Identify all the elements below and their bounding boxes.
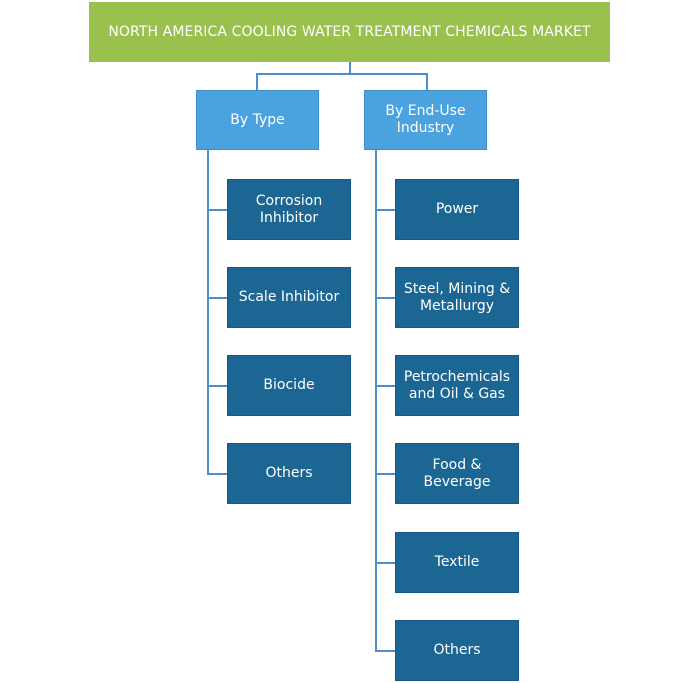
leaf-power: Power: [395, 179, 519, 240]
leaf-steel-mining-metallurgy: Steel, Mining & Metallurgy: [395, 267, 519, 328]
leaf-petrochemicals-oil-gas: Petrochemicals and Oil & Gas: [395, 355, 519, 416]
leaf-label: Biocide: [263, 377, 315, 393]
connector-type-tick-3: [207, 385, 228, 387]
connector-enduse-tick-4: [375, 473, 396, 475]
category-by-end-use-industry-label: By End-Use Industry: [385, 103, 466, 136]
connector-enduse-tick-5: [375, 562, 396, 564]
connector-type-tick-1: [207, 209, 228, 211]
category-by-end-use-industry: By End-Use Industry: [364, 90, 487, 150]
connector-enduse-drop: [426, 73, 428, 91]
connector-enduse-tick-2: [375, 297, 396, 299]
connector-enduse-tick-1: [375, 209, 396, 211]
leaf-label: Food & Beverage: [423, 456, 491, 490]
category-by-type-label: By Type: [230, 111, 285, 128]
connector-type-tick-2: [207, 297, 228, 299]
leaf-label: Petrochemicals and Oil & Gas: [403, 368, 511, 402]
leaf-type-others: Others: [227, 443, 351, 504]
leaf-scale-inhibitor: Scale Inhibitor: [227, 267, 351, 328]
connector-root-bar: [256, 73, 428, 75]
connector-type-drop: [256, 73, 258, 91]
leaf-biocide: Biocide: [227, 355, 351, 416]
leaf-corrosion-inhibitor: Corrosion Inhibitor: [227, 179, 351, 240]
connector-root-stem: [349, 62, 351, 74]
leaf-end-use-others: Others: [395, 620, 519, 681]
leaf-label: Scale Inhibitor: [238, 289, 340, 305]
connector-type-spine: [207, 150, 209, 475]
leaf-label: Others: [265, 465, 313, 481]
diagram-title-text: NORTH AMERICA COOLING WATER TREATMENT CH…: [108, 23, 591, 40]
connector-enduse-tick-3: [375, 385, 396, 387]
connector-enduse-tick-6: [375, 650, 396, 652]
leaf-label: Power: [435, 201, 479, 217]
connector-enduse-spine: [375, 150, 377, 652]
leaf-label: Corrosion Inhibitor: [255, 192, 323, 226]
connector-type-tick-4: [207, 473, 228, 475]
leaf-label: Steel, Mining & Metallurgy: [403, 280, 511, 314]
leaf-label: Textile: [434, 554, 480, 570]
leaf-textile: Textile: [395, 532, 519, 593]
category-by-type: By Type: [196, 90, 319, 150]
leaf-food-beverage: Food & Beverage: [395, 443, 519, 504]
diagram-title: NORTH AMERICA COOLING WATER TREATMENT CH…: [89, 2, 610, 62]
leaf-label: Others: [433, 642, 481, 658]
